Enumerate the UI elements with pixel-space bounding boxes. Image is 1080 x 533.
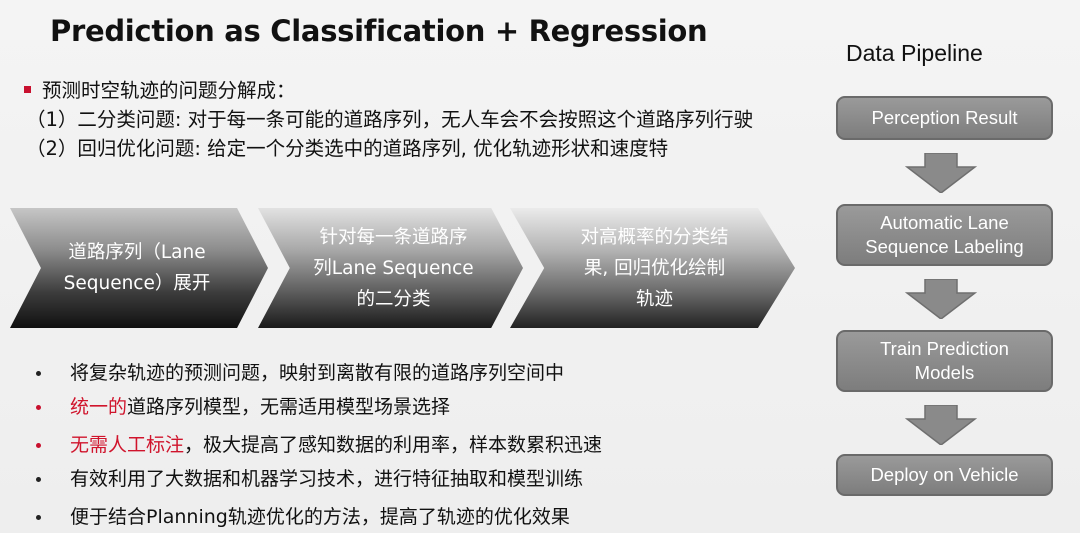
benefit-highlight: 统一的 bbox=[70, 396, 128, 418]
pipeline-box-train: Train Prediction Models bbox=[836, 330, 1053, 392]
process-step-3: 对高概率的分类结 果, 回归优化绘制 轨迹 bbox=[510, 208, 795, 328]
pipeline-box-perception: Perception Result bbox=[836, 96, 1053, 140]
benefit-item: 将复杂轨迹的预测问题，映射到离散有限的道路序列空间中 bbox=[32, 356, 812, 390]
pipeline-box-deploy: Deploy on Vehicle bbox=[836, 454, 1053, 496]
benefit-text: 将复杂轨迹的预测问题，映射到离散有限的道路序列空间中 bbox=[70, 362, 565, 384]
bullet-dot-icon bbox=[36, 405, 41, 410]
process-step-1: 道路序列（Lane Sequence）展开 bbox=[10, 208, 268, 328]
process-step-label: 道路序列（Lane Sequence）展开 bbox=[63, 242, 211, 294]
process-step-2: 针对每一条道路序 列Lane Sequence 的二分类 bbox=[258, 208, 523, 328]
pipeline-box-label: Perception Result bbox=[871, 107, 1018, 128]
bullet-dot-icon bbox=[36, 371, 41, 376]
benefit-item: 统一的道路序列模型，无需适用模型场景选择 bbox=[32, 390, 812, 424]
down-arrow-icon bbox=[905, 405, 977, 445]
benefit-text: 便于结合Planning轨迹优化的方法，提高了轨迹的优化效果 bbox=[70, 506, 570, 528]
bullet-dot-icon bbox=[36, 515, 41, 520]
benefit-list: 将复杂轨迹的预测问题，映射到离散有限的道路序列空间中 统一的道路序列模型，无需适… bbox=[32, 356, 812, 533]
benefit-item: 便于结合Planning轨迹优化的方法，提高了轨迹的优化效果 bbox=[32, 500, 812, 533]
intro-lead-text: 预测时空轨迹的问题分解成： bbox=[42, 79, 296, 102]
bullet-dot-icon bbox=[36, 477, 41, 482]
pipeline-title: Data Pipeline bbox=[846, 40, 983, 66]
benefit-text: ，极大提高了感知数据的利用率，样本数累积迅速 bbox=[184, 434, 603, 456]
square-bullet-icon bbox=[24, 86, 31, 93]
down-arrow-icon bbox=[905, 153, 977, 193]
intro-lead: 预测时空轨迹的问题分解成： bbox=[22, 76, 812, 105]
slide-title: Prediction as Classification + Regressio… bbox=[50, 14, 708, 48]
pipeline-box-label: Train Prediction Models bbox=[880, 338, 1009, 383]
down-arrow-icon bbox=[905, 279, 977, 319]
benefit-highlight: 无需人工标注 bbox=[70, 434, 185, 456]
bullet-dot-icon bbox=[36, 443, 41, 448]
process-step-label: 对高概率的分类结 果, 回归优化绘制 轨迹 bbox=[580, 226, 729, 310]
benefit-text: 有效利用了大数据和机器学习技术，进行特征抽取和模型训练 bbox=[70, 468, 584, 490]
pipeline-box-label: Automatic Lane Sequence Labeling bbox=[865, 212, 1024, 257]
intro-block: 预测时空轨迹的问题分解成： （1）二分类问题: 对于每一条可能的道路序列，无人车… bbox=[22, 76, 812, 163]
process-step-label: 针对每一条道路序 列Lane Sequence 的二分类 bbox=[313, 226, 474, 310]
intro-item-1: （1）二分类问题: 对于每一条可能的道路序列，无人车会不会按照这个道路序列行驶 bbox=[26, 108, 754, 131]
benefit-item: 有效利用了大数据和机器学习技术，进行特征抽取和模型训练 bbox=[32, 462, 812, 496]
intro-item-2: （2）回归优化问题: 给定一个分类选中的道路序列, 优化轨迹形状和速度特 bbox=[26, 137, 669, 160]
benefit-item: 无需人工标注，极大提高了感知数据的利用率，样本数累积迅速 bbox=[32, 428, 812, 462]
pipeline-box-label: Deploy on Vehicle bbox=[870, 464, 1019, 485]
pipeline-box-labeling: Automatic Lane Sequence Labeling bbox=[836, 204, 1053, 266]
benefit-text: 道路序列模型，无需适用模型场景选择 bbox=[127, 396, 451, 418]
